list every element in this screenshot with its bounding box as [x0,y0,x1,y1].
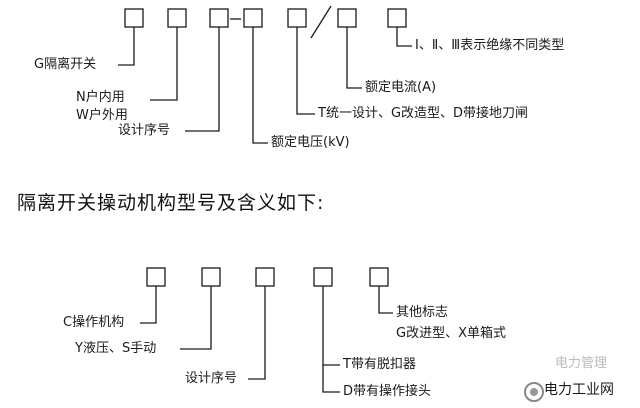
type-note-label: Ⅰ、Ⅱ、Ⅲ表示绝缘不同类型 [415,38,565,53]
code-box [243,8,263,28]
other-label: 其他标志 [396,305,449,320]
code-box [337,8,357,28]
leader-line [346,27,362,89]
code-box [387,8,407,28]
code-slash [310,5,332,39]
leader-line [150,27,178,101]
watermark-faded-text: 电力管理 [555,356,608,371]
rated-current-label: 额定电流(A) [365,80,437,95]
leader-line [322,365,340,393]
leader-line [296,27,315,115]
code-box [209,8,229,28]
leader-line [248,286,266,380]
leader-line [396,27,412,47]
leader-line [378,286,393,314]
section-heading: 隔离开关操动机构型号及含义如下: [17,192,325,214]
code-box [167,8,187,28]
design-no-label: 设计序号 [118,123,171,138]
leader-line [140,286,157,324]
trip-label: T带有脱扣器 [343,357,416,372]
leader-line [180,286,212,350]
wechat-icon [524,382,544,402]
code-box [313,267,333,287]
outdoor-label: W户外用 [76,108,128,123]
code-box [287,8,307,28]
code-box [146,267,166,287]
mechanism-label: C操作机构 [63,315,125,330]
leader-line [185,27,220,132]
interlock-label: D带有操作接头 [343,384,432,399]
indoor-label: N户内用 [76,90,125,105]
drive-label: Y液压、S手动 [75,341,157,356]
leader-line [252,27,268,144]
code-box [369,267,389,287]
code-box [255,267,275,287]
rated-voltage-label: 额定电压(kV) [271,135,350,150]
design-no-label-bottom: 设计序号 [185,371,238,386]
code-box [124,8,144,28]
leader-line [322,286,340,366]
watermark-brand: 电力工业网 [544,382,614,398]
improved-label: G改进型、X单箱式 [396,326,506,341]
leader-line [118,27,135,66]
code-box [201,267,221,287]
switch-label: G隔离开关 [34,57,97,72]
variant-label: T统一设计、G改造型、D带接地刀闸 [318,106,529,121]
